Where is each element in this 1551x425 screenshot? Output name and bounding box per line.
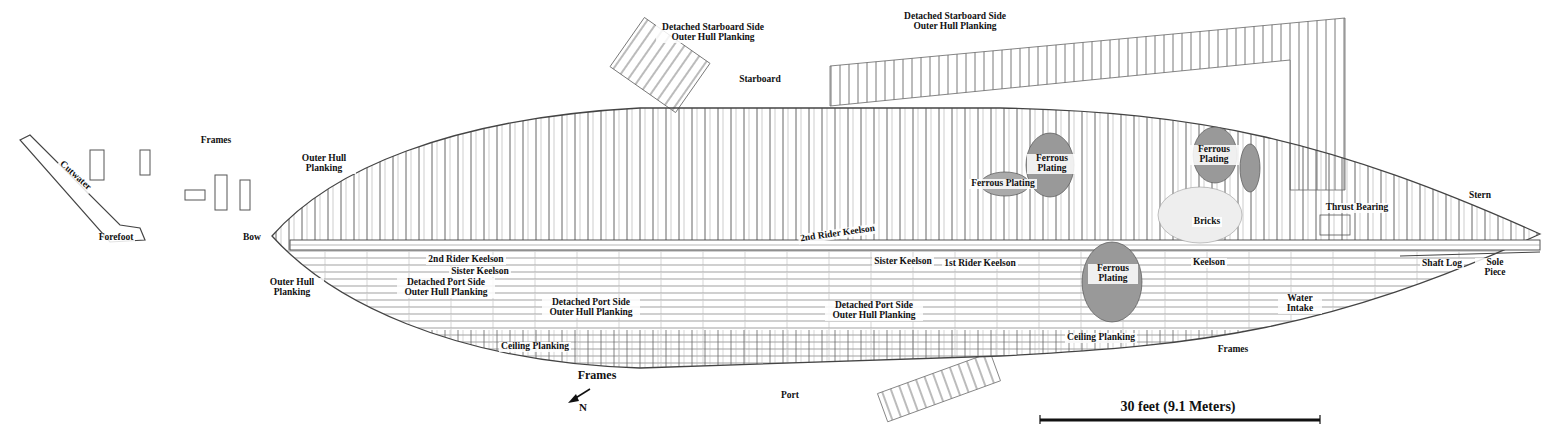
site-label: Detached Port Side Outer Hull Planking	[542, 298, 640, 318]
site-label: Frames	[1216, 345, 1251, 355]
site-label: Ferrous Plating	[969, 179, 1036, 189]
site-label: Forefoot	[97, 233, 136, 243]
site-label: Starboard	[737, 75, 783, 85]
site-label: Sole Piece	[1475, 258, 1515, 278]
site-label: 2nd Rider Keelson	[798, 224, 878, 245]
site-label: Frames	[199, 136, 234, 146]
site-label: Detached Port Side Outer Hull Planking	[397, 278, 495, 298]
site-label: Sister Keelson	[872, 257, 934, 267]
site-label: 2nd Rider Keelson	[426, 255, 505, 265]
site-label: Bow	[241, 233, 263, 243]
site-label: Ferrous Plating	[1189, 145, 1239, 165]
site-label: Outer Hull Planking	[260, 278, 324, 298]
site-label: Bricks	[1192, 217, 1222, 227]
site-label: Sister Keelson	[449, 267, 511, 277]
site-label: Stern	[1467, 191, 1493, 201]
site-label: Water Intake	[1278, 294, 1322, 314]
site-label: Ceiling Planking	[1065, 333, 1137, 343]
site-label: Port	[779, 391, 801, 401]
site-label: Cutwater	[56, 158, 94, 194]
site-label: Outer Hull Planking	[292, 154, 356, 174]
site-label: Ceiling Planking	[499, 342, 571, 352]
site-label: Detached Starboard Side Outer Hull Plank…	[656, 23, 770, 43]
site-label: Keelson	[1191, 258, 1227, 268]
site-label: Thrust Bearing	[1324, 203, 1391, 213]
site-label: Detached Starboard Side Outer Hull Plank…	[898, 12, 1012, 32]
site-label: N	[577, 402, 589, 414]
site-label: Ferrous Plating	[1088, 264, 1138, 284]
site-label: Frames	[576, 369, 619, 382]
site-label: Ferrous Plating	[1027, 154, 1077, 174]
site-label: 30 feet (9.1 Meters)	[1118, 400, 1237, 415]
site-label: Detached Port Side Outer Hull Planking	[825, 301, 923, 321]
site-label: Shaft Log	[1420, 259, 1464, 269]
site-label: 1st Rider Keelson	[942, 259, 1018, 269]
